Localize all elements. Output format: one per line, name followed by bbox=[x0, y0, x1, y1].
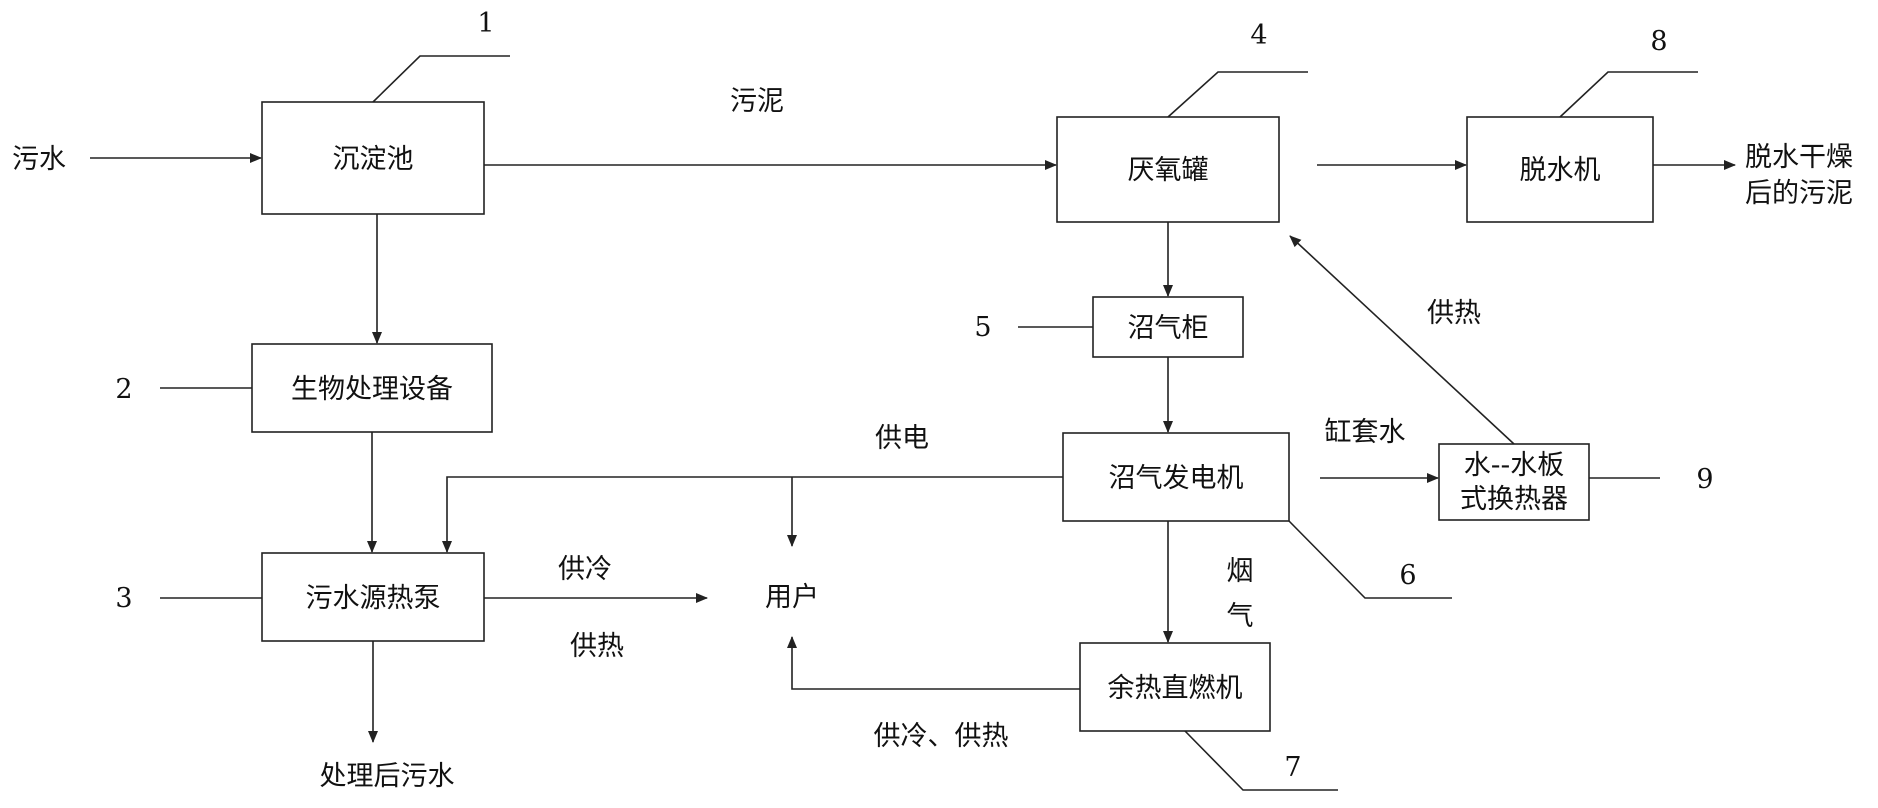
box-plate-heat-exchanger: 水--水板 式换热器 bbox=[1438, 443, 1590, 521]
callout-leader-8 bbox=[1559, 71, 1698, 118]
callout-number-3: 3 bbox=[115, 583, 132, 614]
label-heating-supply-tank: 供热 bbox=[1427, 298, 1481, 329]
box-label-anaerobic-tank: 厌氧罐 bbox=[1128, 155, 1209, 186]
box-sedimentation-tank: 沉淀池 bbox=[261, 101, 485, 215]
box-label-plate-heat-exchanger-line1: 水--水板 bbox=[1464, 450, 1565, 481]
label-dried-sludge-line2: 后的污泥 bbox=[1745, 178, 1853, 209]
box-label-gas-holder: 沼气柜 bbox=[1128, 313, 1209, 344]
label-dried-sludge-line1: 脱水干燥 bbox=[1745, 142, 1853, 173]
callout-number-5: 5 bbox=[974, 312, 991, 343]
arrow-power-to-heat-pump bbox=[442, 476, 1063, 553]
box-label-bio-treatment: 生物处理设备 bbox=[291, 374, 453, 405]
label-sewage-in: 污水 bbox=[12, 144, 66, 175]
callout-number-4: 4 bbox=[1250, 20, 1267, 51]
box-bio-treatment: 生物处理设备 bbox=[251, 343, 493, 433]
callout-number-1: 1 bbox=[477, 8, 494, 39]
callout-leader-1 bbox=[372, 55, 510, 103]
callout-number-6: 6 bbox=[1399, 560, 1416, 591]
box-gas-holder: 沼气柜 bbox=[1092, 296, 1244, 358]
callout-number-8: 8 bbox=[1650, 26, 1667, 57]
box-biogas-generator: 沼气发电机 bbox=[1062, 432, 1290, 522]
callout-number-9: 9 bbox=[1696, 464, 1713, 495]
callout-leader-4 bbox=[1167, 71, 1308, 118]
box-label-waste-heat-chiller: 余热直燃机 bbox=[1108, 673, 1243, 704]
label-power-supply: 供电 bbox=[875, 423, 929, 454]
arrow-chiller-to-user bbox=[787, 636, 1080, 690]
callout-leader-7 bbox=[1184, 730, 1338, 791]
box-waste-heat-chiller: 余热直燃机 bbox=[1079, 642, 1271, 732]
box-label-sewage-heat-pump: 污水源热泵 bbox=[306, 583, 441, 614]
label-jacket-water: 缸套水 bbox=[1325, 417, 1406, 448]
label-flue-gas-line1: 烟 bbox=[1227, 556, 1254, 587]
box-dewatering-machine: 脱水机 bbox=[1466, 116, 1654, 223]
callout-leader-6 bbox=[1288, 520, 1452, 599]
box-label-sedimentation-tank: 沉淀池 bbox=[333, 144, 414, 175]
label-heating-supply-pump: 供热 bbox=[570, 631, 624, 662]
label-cooling-supply: 供冷 bbox=[558, 554, 612, 585]
box-label-dewatering-machine: 脱水机 bbox=[1520, 155, 1601, 186]
label-flue-gas-line2: 气 bbox=[1227, 601, 1254, 632]
box-sewage-heat-pump: 污水源热泵 bbox=[261, 552, 485, 642]
label-treated-sewage: 处理后污水 bbox=[320, 761, 455, 792]
callout-number-2: 2 bbox=[115, 374, 132, 405]
callout-number-7: 7 bbox=[1284, 752, 1301, 783]
label-user: 用户 bbox=[765, 582, 819, 613]
label-sludge: 污泥 bbox=[730, 86, 784, 117]
box-label-biogas-generator: 沼气发电机 bbox=[1109, 463, 1244, 494]
box-anaerobic-tank: 厌氧罐 bbox=[1056, 116, 1280, 223]
label-cooling-heating: 供冷、供热 bbox=[874, 721, 1009, 752]
arrow-heat-exchanger-to-anaerobic bbox=[1289, 235, 1515, 445]
box-label-plate-heat-exchanger-line2: 式换热器 bbox=[1460, 484, 1568, 515]
